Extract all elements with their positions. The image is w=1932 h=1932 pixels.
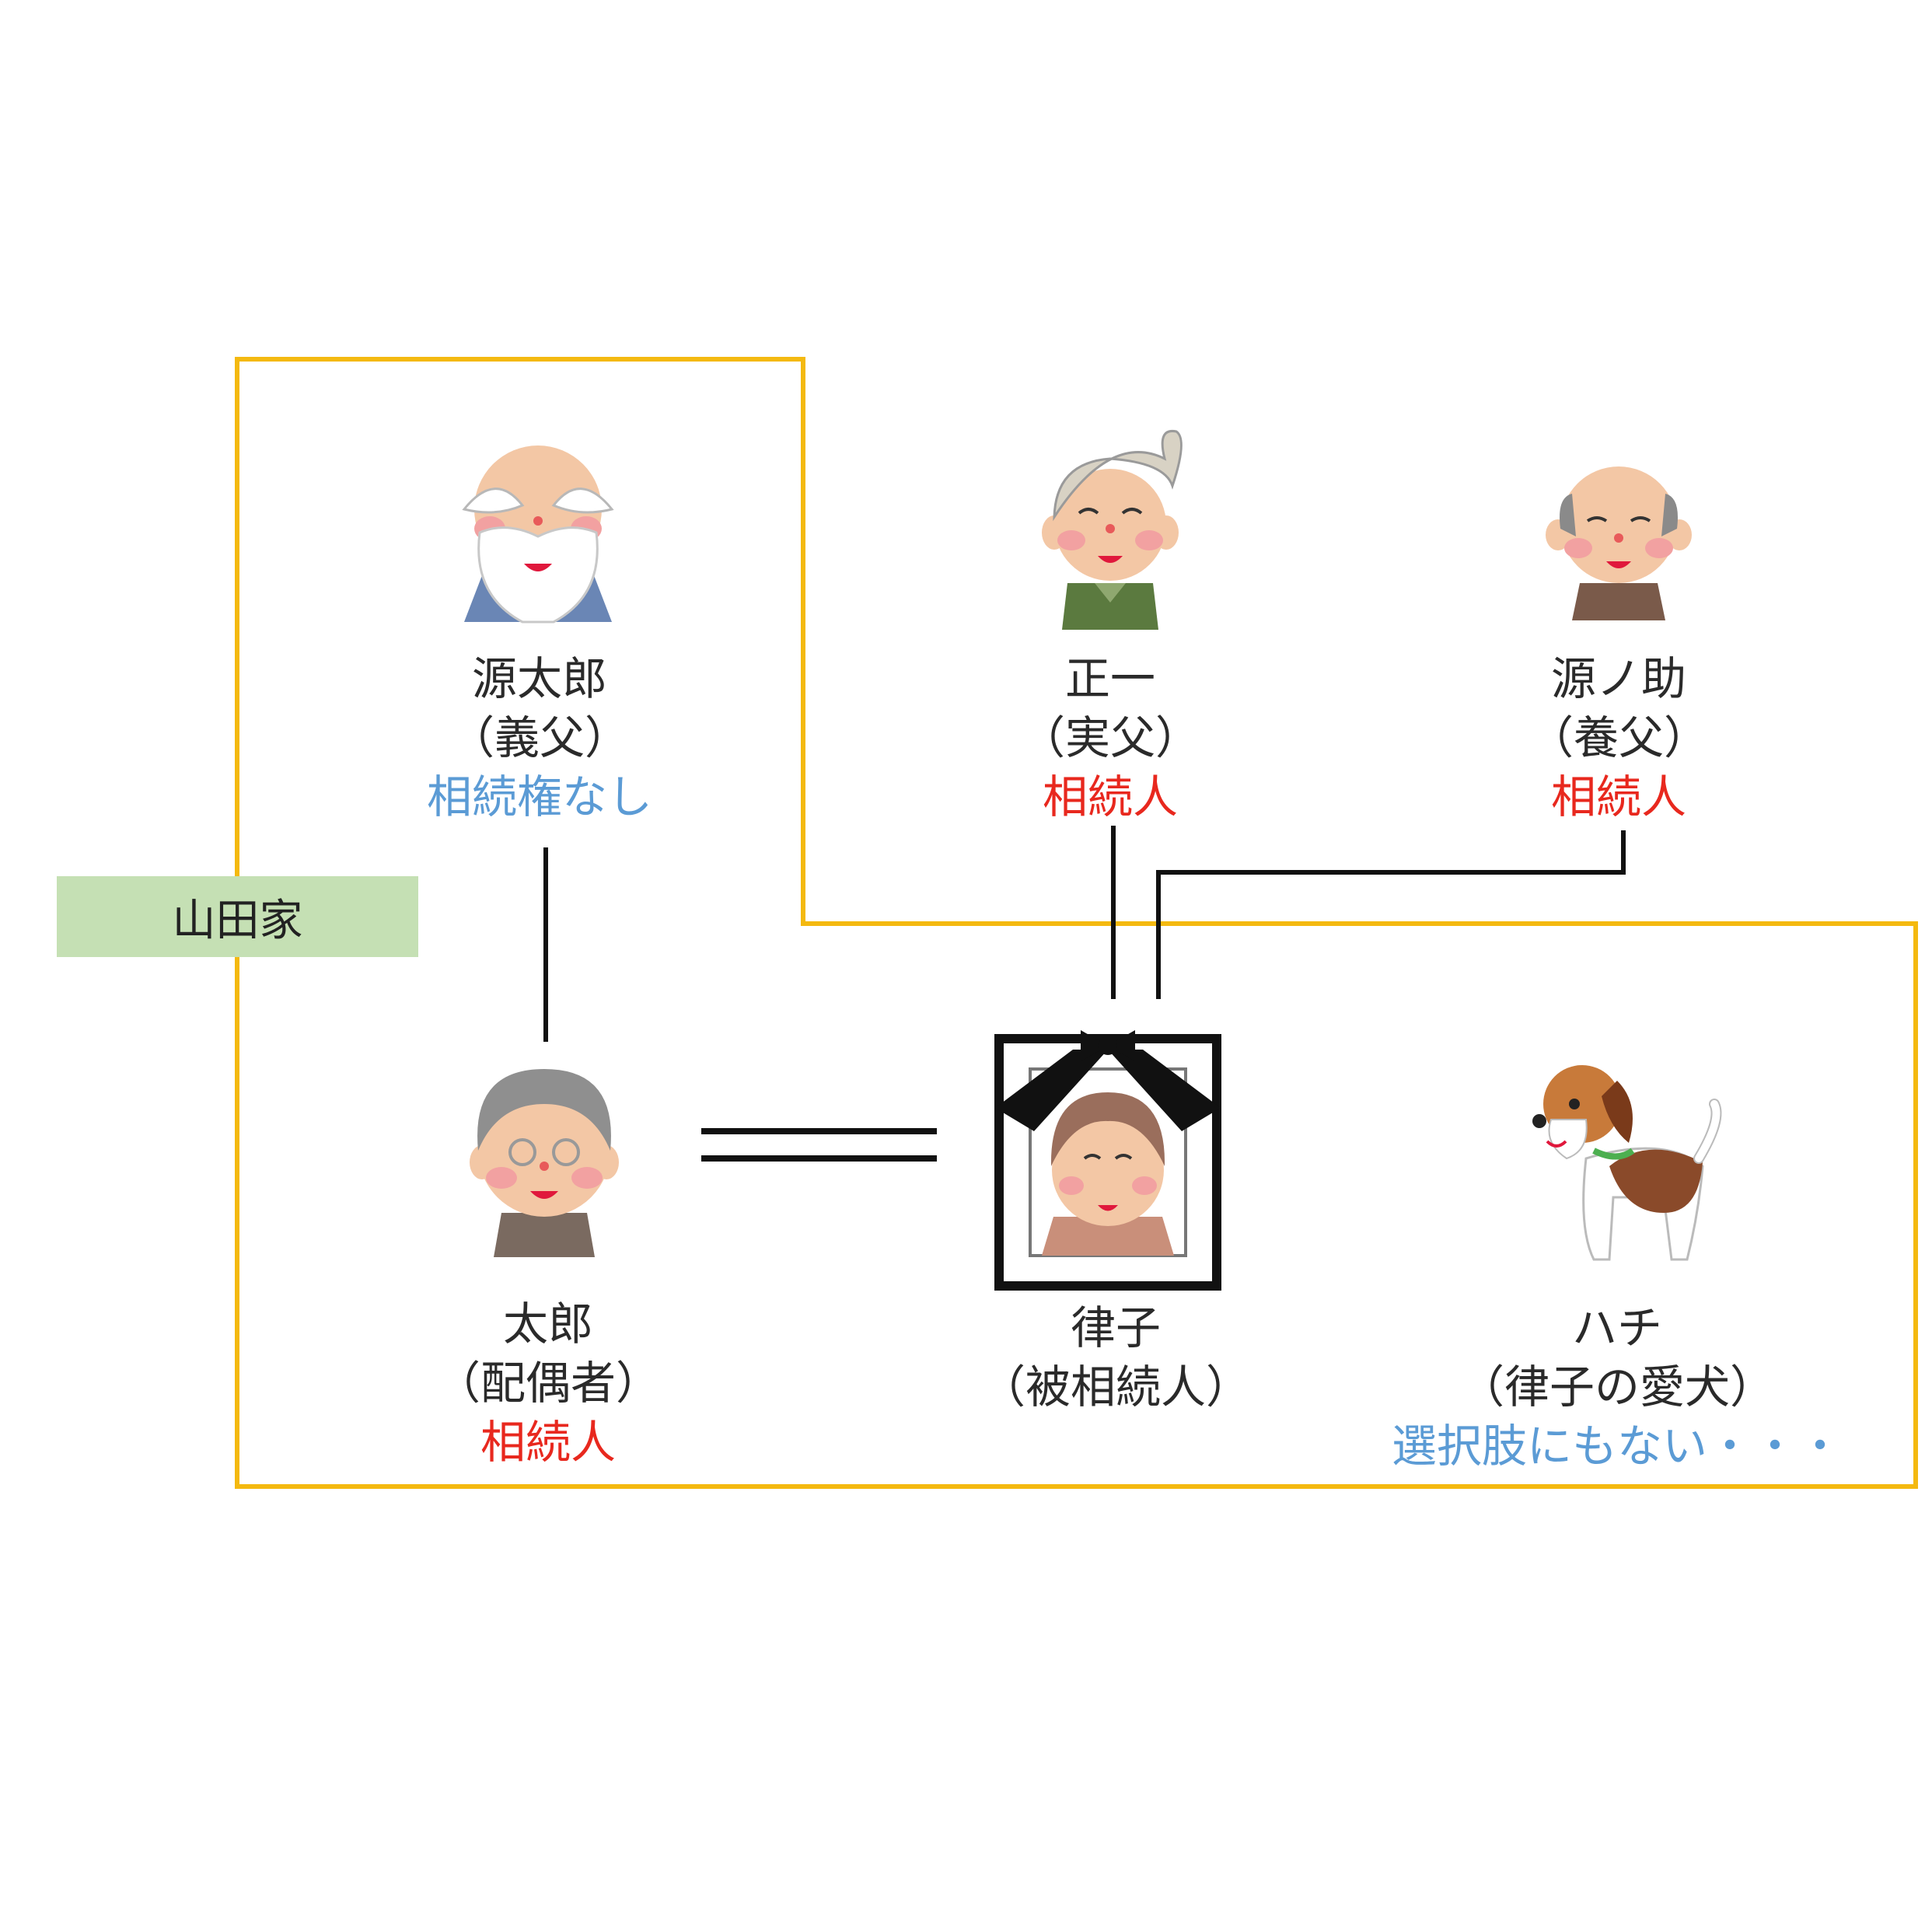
bald-elder-icon — [1546, 466, 1692, 620]
adoptive-father-label: 源ノ助 （養父） 相続人 — [1417, 649, 1821, 826]
dog-relation: （律子の愛犬） — [1459, 1361, 1775, 1413]
biological-father-relation: （実父） — [1019, 711, 1200, 764]
line-adoptive-father-to-decedent — [1156, 830, 1626, 999]
household-tag-label: 山田家 — [172, 895, 303, 946]
household-boundary — [235, 357, 1918, 1489]
spouse-label: 太郎 （配偶者） 相続人 — [346, 1294, 750, 1472]
dog-name: ハチ — [1571, 1301, 1662, 1354]
grandfather-with-glasses-icon — [470, 1069, 619, 1257]
household-tag: 山田家 — [57, 876, 418, 957]
father-in-law-label: 源太郎 （義父） 相続権なし — [337, 649, 742, 826]
spouse-status: 相続人 — [480, 1416, 616, 1469]
biological-father-label: 正一 （実父） 相続人 — [908, 649, 1312, 826]
father-in-law-status: 相続権なし — [426, 770, 652, 823]
decedent-relation: （被相続人） — [980, 1361, 1251, 1413]
father-in-law-relation: （義父） — [449, 711, 630, 764]
father-in-law-name: 源太郎 — [471, 652, 607, 705]
elder-with-cap-icon — [1042, 429, 1183, 630]
spouse-name: 太郎 — [502, 1298, 593, 1350]
adoptive-father-relation: （養父） — [1528, 711, 1709, 764]
dog-label: ハチ （律子の愛犬） 選択肢にもない・・・ — [1384, 1298, 1850, 1476]
biological-father-status: 相続人 — [1042, 770, 1178, 823]
decedent-name: 律子 — [1070, 1301, 1161, 1354]
dog-status: 選択肢にもない・・・ — [1391, 1420, 1843, 1473]
biological-father-name: 正一 — [1064, 652, 1155, 705]
decedent-label: 律子 （被相続人） — [914, 1298, 1318, 1417]
spouse-relation: （配偶者） — [435, 1357, 661, 1410]
adoptive-father-name: 源ノ助 — [1550, 652, 1686, 705]
beagle-dog-icon — [1532, 1065, 1722, 1261]
bearded-elder-icon — [462, 445, 614, 624]
memorial-portrait-icon — [994, 1030, 1221, 1291]
adoptive-father-status: 相続人 — [1550, 770, 1686, 823]
